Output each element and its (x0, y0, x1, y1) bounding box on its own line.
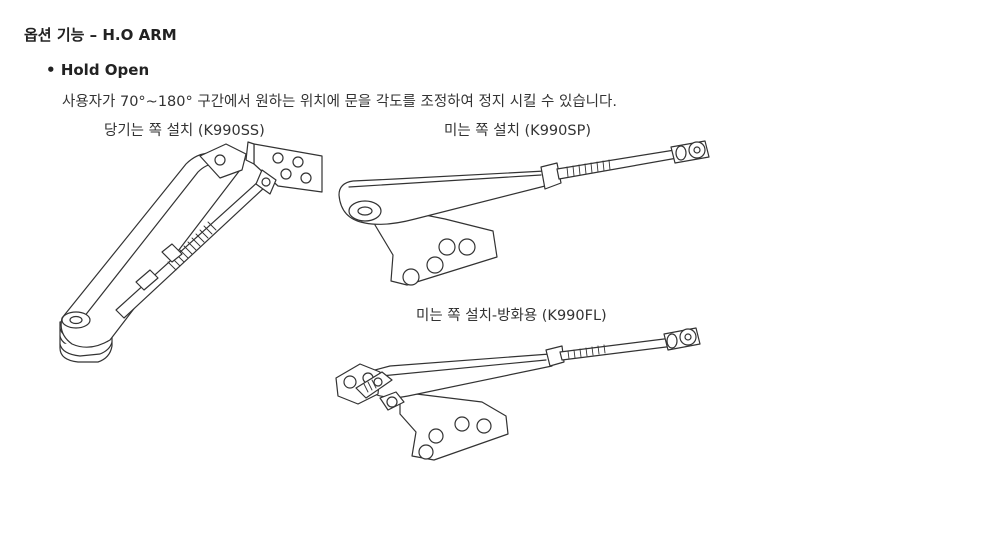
arm-illustration-pull-side (59, 141, 323, 363)
feature-heading: • Hold Open (46, 61, 149, 79)
feature-name: Hold Open (60, 61, 150, 79)
caption-push-side: 미는 쪽 설치 (K990SP) (444, 123, 591, 139)
arm-illustration-push-side (338, 140, 710, 286)
section-title: 옵션 기능 – H.O ARM (24, 26, 177, 44)
caption-push-side-fire: 미는 쪽 설치-방화용 (K990FL) (416, 308, 607, 324)
arm-illustration-push-side-fire (335, 327, 701, 461)
bullet-marker: • (46, 61, 56, 79)
feature-description: 사용자가 70°~180° 구간에서 원하는 위치에 문을 각도를 조정하여 정… (62, 94, 617, 110)
caption-pull-side: 당기는 쪽 설치 (K990SS) (104, 123, 265, 139)
